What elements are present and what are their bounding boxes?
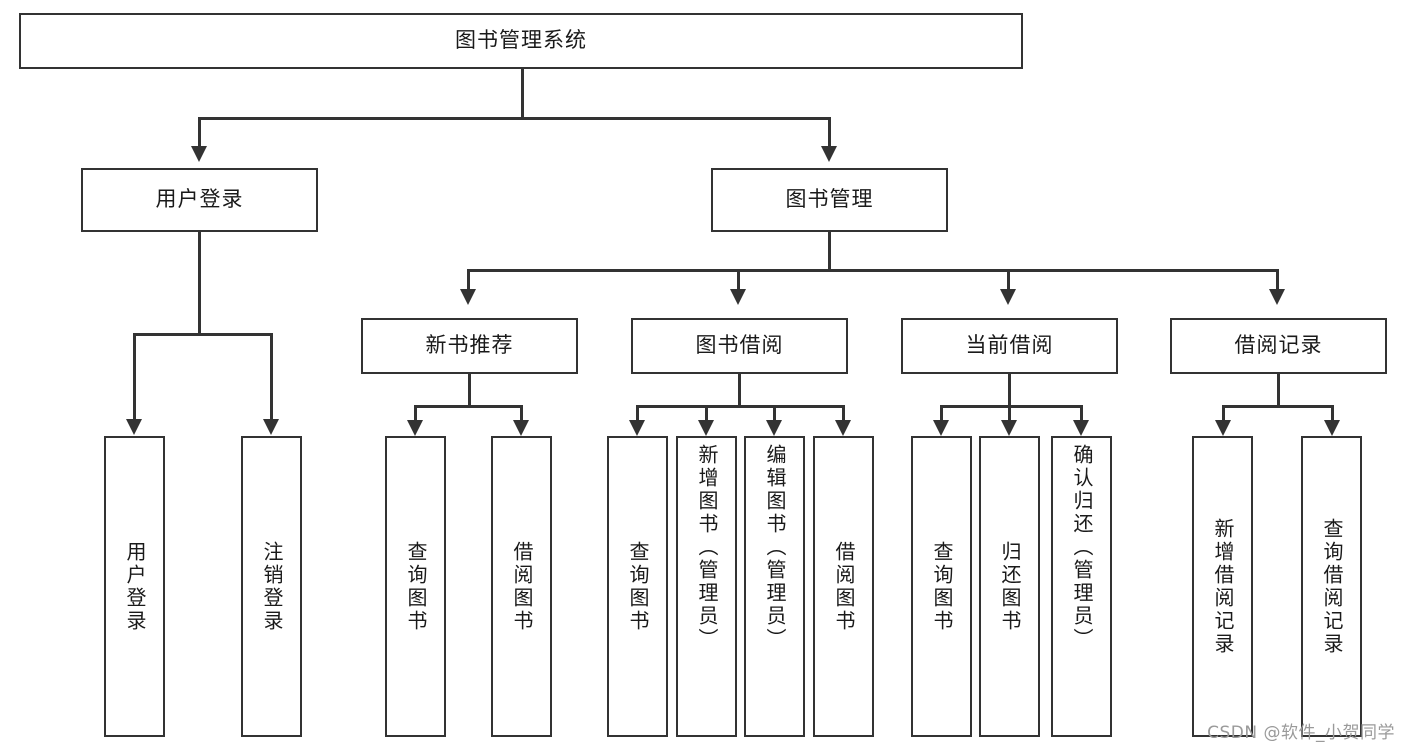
connector-nbr-drop-2 [520, 405, 523, 423]
node-label: 图书借阅 [695, 333, 784, 358]
connector-book-management-bus [467, 269, 1278, 272]
connector-root-stem [521, 69, 524, 119]
leaf-br-add-record[interactable]: 新增借阅记录 [1192, 436, 1253, 737]
arrow-to-cb-leaf-2 [1001, 420, 1017, 436]
leaf-bb-borrow-book[interactable]: 借阅图书 [813, 436, 874, 737]
node-label: 新增借阅记录 [1211, 517, 1235, 656]
arrow-to-nbr-leaf-2 [513, 420, 529, 436]
connector-root-drop-right [828, 117, 831, 148]
connector-nbr-drop-1 [414, 405, 417, 423]
arrow-to-book-borrow [730, 289, 746, 305]
arrow-to-br-leaf-1 [1215, 420, 1231, 436]
connector-cb-drop-1 [940, 405, 943, 423]
node-root-book-management-system[interactable]: 图书管理系统 [19, 13, 1023, 69]
leaf-user-login[interactable]: 用户登录 [104, 436, 165, 737]
node-label: 用户登录 [155, 187, 244, 212]
arrow-to-new-book-recommend [460, 289, 476, 305]
node-label: 归还图书 [998, 540, 1022, 633]
connector-user-login-drop-2 [270, 333, 273, 421]
leaf-nbr-query-book[interactable]: 查询图书 [385, 436, 446, 737]
leaf-nbr-borrow-book[interactable]: 借阅图书 [491, 436, 552, 737]
node-label: 借阅图书 [510, 540, 534, 633]
node-borrow-record[interactable]: 借阅记录 [1170, 318, 1387, 374]
arrow-to-cb-leaf-1 [933, 420, 949, 436]
connector-bb-drop-1 [636, 405, 639, 423]
leaf-bb-query-book[interactable]: 查询图书 [607, 436, 668, 737]
connector-bb-stem [738, 374, 741, 407]
arrow-to-current-borrow [1000, 289, 1016, 305]
arrow-to-bb-leaf-1 [629, 420, 645, 436]
connector-bb-drop-2 [705, 405, 708, 423]
connector-br-stem [1277, 374, 1280, 407]
watermark-text: CSDN @软件_小贺同学 [1207, 723, 1395, 743]
connector-bb-drop-3 [773, 405, 776, 423]
connector-bm-drop-3 [1007, 269, 1010, 291]
arrow-to-user-login [191, 146, 207, 162]
node-label: 查询图书 [404, 540, 428, 633]
node-label: 用户登录 [123, 540, 147, 633]
leaf-bb-edit-book-admin[interactable]: 编辑图书（管理员） [744, 436, 805, 737]
connector-bm-drop-1 [467, 269, 470, 291]
leaf-cb-return-book[interactable]: 归还图书 [979, 436, 1040, 737]
node-label: 当前借阅 [965, 333, 1054, 358]
leaf-cb-confirm-return-admin[interactable]: 确认归还（管理员） [1051, 436, 1112, 737]
leaf-bb-add-book-admin[interactable]: 新增图书（管理员） [676, 436, 737, 737]
node-new-book-recommend[interactable]: 新书推荐 [361, 318, 578, 374]
arrow-to-br-leaf-2 [1324, 420, 1340, 436]
connector-br-drop-2 [1331, 405, 1334, 423]
leaf-logout[interactable]: 注销登录 [241, 436, 302, 737]
connector-br-drop-1 [1222, 405, 1225, 423]
node-label: 确认归还（管理员） [1070, 444, 1094, 651]
node-label: 查询借阅记录 [1320, 517, 1344, 656]
node-label: 借阅记录 [1234, 333, 1323, 358]
arrow-to-bb-leaf-4 [835, 420, 851, 436]
node-label: 新增图书（管理员） [695, 444, 719, 651]
arrow-to-nbr-leaf-1 [407, 420, 423, 436]
connector-user-login-drop-1 [133, 333, 136, 421]
node-label: 注销登录 [260, 540, 284, 633]
arrow-to-leaf-user-login [126, 419, 142, 435]
connector-cb-bus [940, 405, 1082, 408]
connector-root-bus [198, 117, 830, 120]
connector-br-bus [1222, 405, 1333, 408]
connector-bb-drop-4 [842, 405, 845, 423]
arrow-to-book-management [821, 146, 837, 162]
node-label: 新书推荐 [425, 333, 514, 358]
node-label: 查询图书 [626, 540, 650, 633]
connector-book-management-stem [828, 232, 831, 271]
leaf-cb-query-book[interactable]: 查询图书 [911, 436, 972, 737]
connector-bm-drop-4 [1276, 269, 1279, 291]
connector-cb-stem [1008, 374, 1011, 407]
connector-nbr-bus [414, 405, 522, 408]
connector-user-login-bus [133, 333, 272, 336]
connector-cb-drop-2 [1008, 405, 1011, 423]
node-user-login[interactable]: 用户登录 [81, 168, 318, 232]
connector-cb-drop-3 [1080, 405, 1083, 423]
arrow-to-borrow-record [1269, 289, 1285, 305]
connector-nbr-stem [468, 374, 471, 407]
node-book-borrow[interactable]: 图书借阅 [631, 318, 848, 374]
node-book-management[interactable]: 图书管理 [711, 168, 948, 232]
connector-user-login-stem [198, 232, 201, 335]
node-current-borrow[interactable]: 当前借阅 [901, 318, 1118, 374]
leaf-br-query-record[interactable]: 查询借阅记录 [1301, 436, 1362, 737]
arrow-to-bb-leaf-3 [766, 420, 782, 436]
node-label: 查询图书 [930, 540, 954, 633]
node-label: 借阅图书 [832, 540, 856, 633]
node-label: 图书管理 [785, 187, 874, 212]
node-label: 编辑图书（管理员） [763, 444, 787, 651]
node-label: 图书管理系统 [455, 28, 587, 53]
arrow-to-bb-leaf-2 [698, 420, 714, 436]
arrow-to-cb-leaf-3 [1073, 420, 1089, 436]
arrow-to-leaf-logout [263, 419, 279, 435]
connector-bm-drop-2 [737, 269, 740, 291]
connector-root-drop-left [198, 117, 201, 148]
connector-bb-bus [636, 405, 845, 408]
